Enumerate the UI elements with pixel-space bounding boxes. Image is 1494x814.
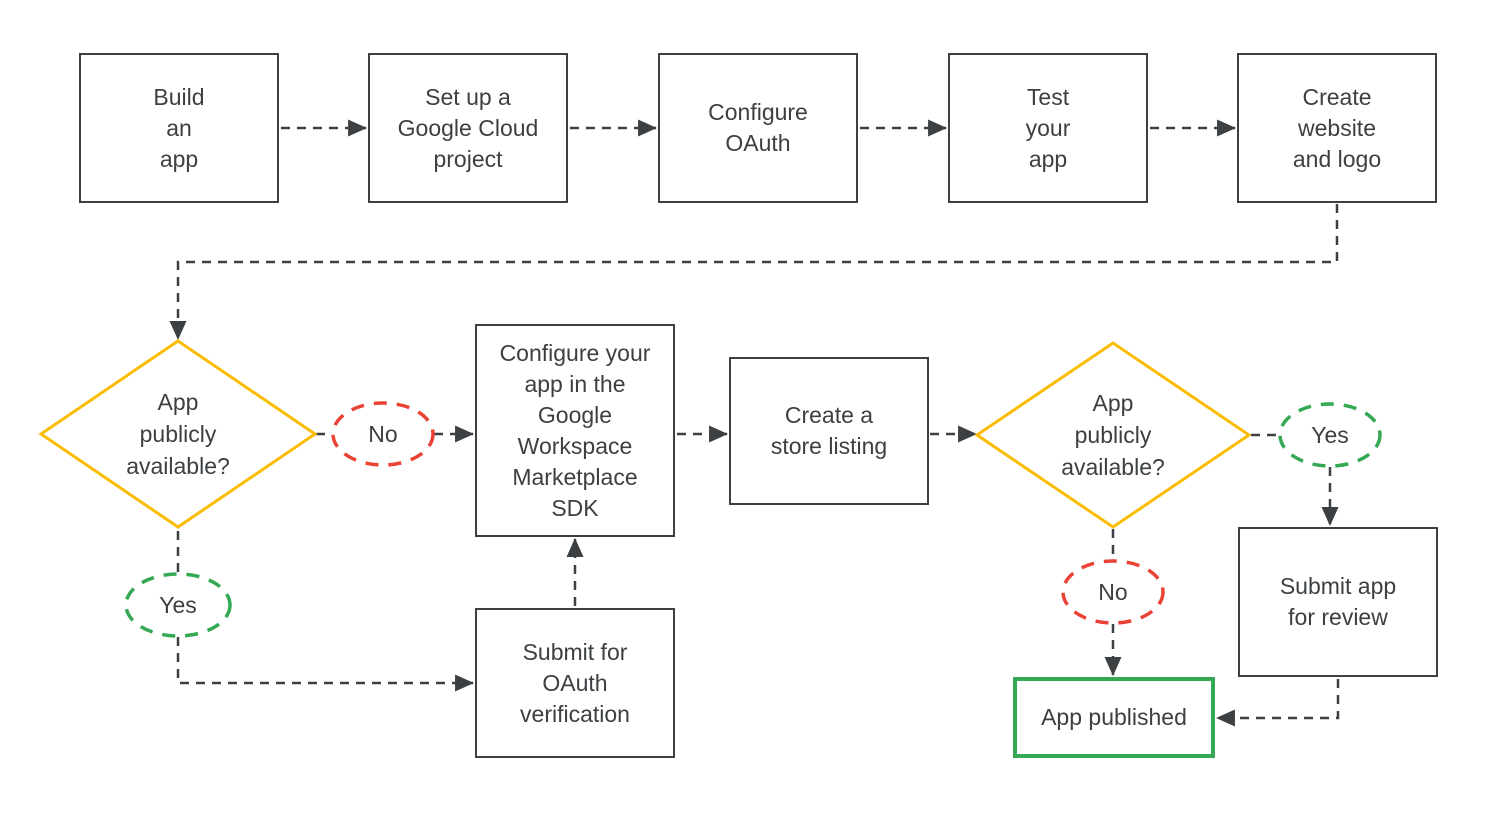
node-configure-sdk: Configure your app in the Google Workspa… [475, 324, 675, 537]
decision2-label: App publicly available? [1061, 390, 1165, 480]
node-store-listing: Create a store listing [729, 357, 929, 505]
no2-label: No [1098, 579, 1128, 605]
no-oval-2 [1061, 559, 1165, 625]
node-configure-oauth: Configure OAuth [658, 53, 858, 203]
no1-label: No [368, 421, 398, 447]
yes2-label: Yes [1311, 422, 1349, 448]
decision-diamond-1 [38, 339, 318, 529]
yes-oval-1 [124, 572, 232, 638]
edge-review-to-published [1216, 679, 1340, 727]
node-app-published: App published [1013, 677, 1215, 758]
edge-website-to-decision1 [169, 204, 1339, 340]
no-oval-1 [331, 401, 435, 467]
decision1-label: App publicly available? [126, 389, 230, 479]
decision-diamond-2 [974, 341, 1252, 529]
node-create-website: Create website and logo [1237, 53, 1437, 203]
node-build-app: Build an app [79, 53, 279, 203]
node-submit-oauth: Submit for OAuth verification [475, 608, 675, 758]
node-setup-project: Set up a Google Cloud project [368, 53, 568, 203]
yes1-label: Yes [159, 592, 197, 618]
node-test-app: Test your app [948, 53, 1148, 203]
node-submit-review: Submit app for review [1238, 527, 1438, 677]
yes-oval-2 [1278, 402, 1382, 468]
edge-yes1-to-submitoauth [176, 637, 474, 692]
